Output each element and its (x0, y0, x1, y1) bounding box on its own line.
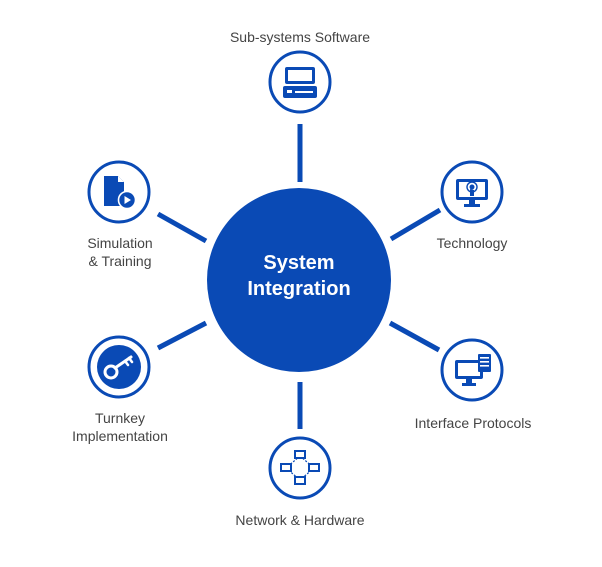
monitor-with-document-icon (455, 354, 491, 386)
node-network-hardware[interactable] (268, 436, 332, 500)
network-nodes-icon (280, 450, 320, 485)
touch-screen-monitor-icon (456, 179, 488, 207)
label-turnkey-line2: Implementation (72, 428, 168, 444)
key-icon (97, 345, 141, 389)
label-simulation-line1: Simulation (87, 235, 153, 251)
label-network-hardware: Network & Hardware (235, 512, 365, 528)
center-title-line2: Integration (247, 278, 351, 300)
label-simulation-training: Simulation & Training (60, 234, 180, 270)
connector-interface (388, 320, 441, 353)
center-title: System Integration (207, 250, 391, 302)
label-simulation-line2: & Training (88, 253, 152, 269)
label-interface-protocols: Interface Protocols (414, 415, 532, 431)
document-play-icon (104, 176, 137, 210)
connectors (156, 124, 442, 429)
label-subsystems-software: Sub-systems Software (229, 29, 371, 45)
label-turnkey-line1: Turnkey (94, 410, 146, 426)
center-circle (207, 188, 391, 372)
node-simulation-training[interactable] (87, 160, 151, 224)
node-ring (268, 436, 332, 500)
node-technology[interactable] (440, 160, 504, 224)
label-technology: Technology (436, 235, 508, 251)
computer-terminal-icon (283, 67, 317, 98)
node-subsystems-software[interactable] (268, 50, 332, 114)
connector-turnkey (156, 320, 208, 351)
node-turnkey-implementation[interactable] (87, 335, 151, 399)
connector-simulation (156, 211, 208, 244)
label-turnkey-implementation: Turnkey Implementation (55, 409, 185, 445)
connector-technology (389, 207, 442, 242)
center-title-line1: System (263, 252, 335, 274)
node-interface-protocols[interactable] (440, 338, 504, 402)
